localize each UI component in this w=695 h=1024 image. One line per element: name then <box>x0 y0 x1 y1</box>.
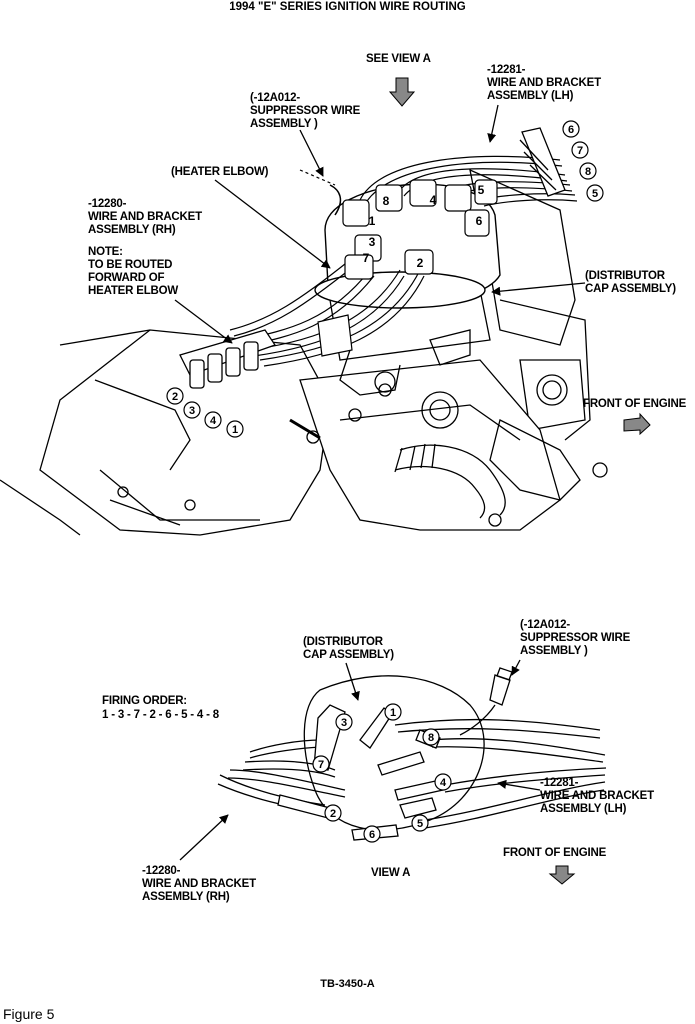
diagram-title: 1994 "E" SERIES IGNITION WIRE ROUTING <box>229 1 466 13</box>
front-of-engine-arrow-view-a <box>548 865 576 885</box>
suppressor-wire-label: (-12A012- SUPPRESSOR WIRE ASSEMBLY ) <box>250 92 361 130</box>
distributor-cap-label-top: (DISTRIBUTOR CAP ASSEMBLY) <box>585 270 676 295</box>
wire-assembly-lh-label-view-a: -12281- WIRE AND BRACKET ASSEMBLY (LH) <box>540 777 654 815</box>
routing-note: NOTE: TO BE ROUTED FORWARD OF HEATER ELB… <box>88 246 179 297</box>
cylinder-number: 6 <box>568 124 574 136</box>
leader-lines-top <box>174 104 586 344</box>
drawing-code: TB-3450-A <box>320 978 375 990</box>
cap-number-label: 5 <box>478 183 485 197</box>
cap-number: 6 <box>369 829 375 841</box>
front-of-engine-label-view-a: FRONT OF ENGINE <box>503 847 607 859</box>
cylinder-number: 8 <box>585 166 591 178</box>
cylinder-number: 7 <box>577 145 583 157</box>
cylinder-number: 4 <box>210 415 217 427</box>
lh-cylinder-numbers: 6 7 8 5 <box>562 120 604 202</box>
cap-number-label: 2 <box>417 256 424 270</box>
view-a-cap-drawing <box>217 667 607 841</box>
cap-number-label: 6 <box>476 214 483 228</box>
cap-number-labels-top: 8 1 3 7 4 2 5 6 <box>363 183 485 270</box>
leader-lines-view-a <box>179 659 541 861</box>
cap-number-label: 7 <box>363 251 370 265</box>
cylinder-number: 3 <box>189 405 195 417</box>
suppressor-wire-label-view-a: (-12A012- SUPPRESSOR WIRE ASSEMBLY ) <box>520 619 631 657</box>
wire-assembly-rh-label-view-a: -12280- WIRE AND BRACKET ASSEMBLY (RH) <box>142 865 256 903</box>
heater-elbow-label: (HEATER ELBOW) <box>171 166 269 178</box>
cap-number: 5 <box>417 818 423 830</box>
see-view-a-label: SEE VIEW A <box>366 53 431 65</box>
cap-number: 1 <box>390 707 396 719</box>
distributor-cap-label-view-a: (DISTRIBUTOR CAP ASSEMBLY) <box>303 636 394 661</box>
cylinder-number: 1 <box>232 424 238 436</box>
cylinder-number: 2 <box>172 391 178 403</box>
cap-number: 2 <box>330 808 336 820</box>
cap-number: 3 <box>341 717 347 729</box>
front-of-engine-arrow-top <box>623 412 651 436</box>
firing-order-sequence: 1 - 3 - 7 - 2 - 6 - 5 - 4 - 8 <box>102 709 219 721</box>
cap-number-label: 8 <box>383 194 390 208</box>
view-a-title: VIEW A <box>371 867 411 879</box>
see-view-a-arrow <box>388 77 416 107</box>
cap-towers-top <box>342 179 498 280</box>
rh-cylinder-numbers: 2 3 4 1 <box>166 387 244 438</box>
wire-assembly-rh-label: -12280- WIRE AND BRACKET ASSEMBLY (RH) <box>88 198 202 236</box>
cap-number-label: 4 <box>430 193 437 207</box>
cap-number: 7 <box>318 759 324 771</box>
firing-order-label: FIRING ORDER: <box>102 695 187 707</box>
figure-caption: Figure 5 <box>3 1006 55 1022</box>
cylinder-number: 5 <box>592 188 598 200</box>
cap-number-label: 1 <box>369 214 376 228</box>
cap-number: 4 <box>440 777 447 789</box>
lh-wire-bracket-top <box>519 127 566 197</box>
cap-number: 8 <box>428 732 434 744</box>
wire-assembly-lh-label: -12281- WIRE AND BRACKET ASSEMBLY (LH) <box>487 64 601 102</box>
view-a-cap-numbers: 3 1 8 7 4 2 5 6 <box>312 703 452 843</box>
rh-wire-bracket-top <box>179 329 277 389</box>
cap-number-label: 3 <box>369 235 376 249</box>
front-of-engine-label-top: FRONT OF ENGINE <box>583 398 687 410</box>
